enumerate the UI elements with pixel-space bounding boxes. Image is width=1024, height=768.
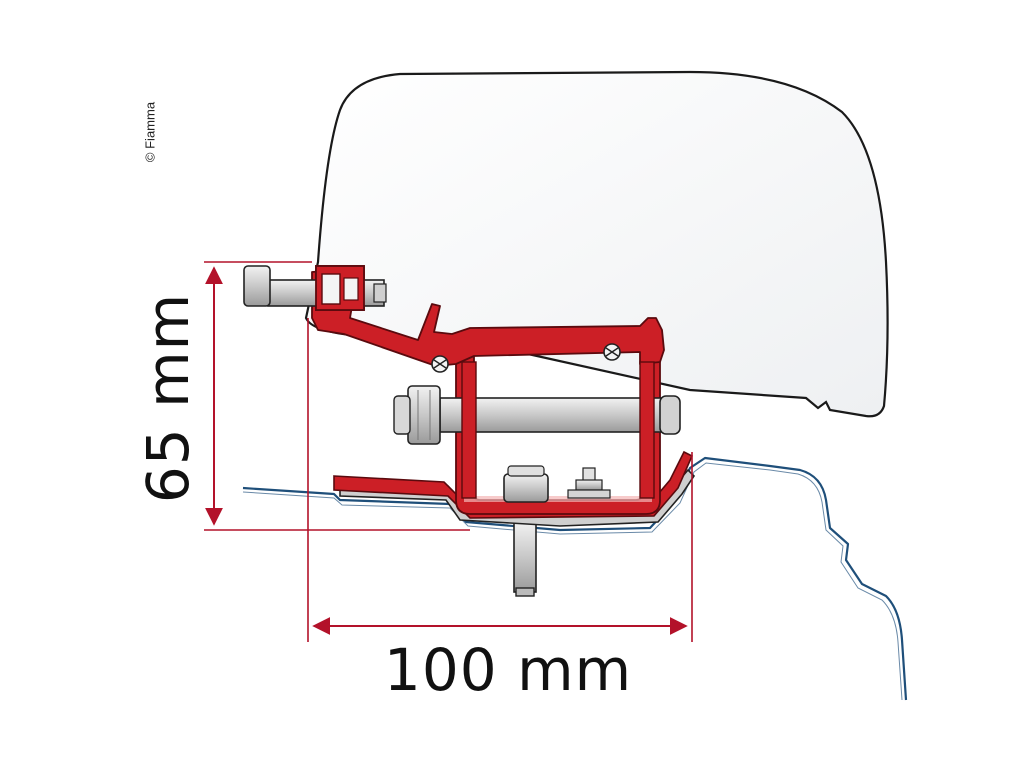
rod-nut	[407, 385, 441, 445]
small-bolt-washer	[567, 489, 611, 499]
inner-nut-top	[507, 465, 545, 477]
cross-rod	[439, 397, 677, 433]
van-roof-profile	[242, 456, 908, 701]
copyright-label: © Fiamma	[142, 101, 158, 163]
adapter-inner-channel	[464, 364, 652, 502]
screw-left	[431, 355, 449, 373]
clamp-bolt-head	[243, 265, 271, 307]
bracket-side-plate-right	[639, 361, 655, 499]
van-roof-profile-inner	[242, 462, 903, 701]
fixing-bolt-tip	[515, 587, 535, 597]
small-bolt-nut	[575, 479, 603, 491]
cross-rod-end	[659, 395, 681, 435]
bracket-side-plate-left	[461, 361, 477, 499]
clamp-bolt-end	[373, 283, 387, 303]
fixing-bolt	[513, 521, 537, 593]
rod-washer	[393, 395, 411, 435]
width-dimension-label: 100 mm	[383, 636, 633, 704]
clamp-window-left	[321, 273, 341, 305]
screw-right	[603, 343, 621, 361]
inner-nut-block	[503, 473, 549, 503]
clamp-window-right	[343, 277, 359, 301]
awning-housing	[304, 70, 889, 418]
height-dimension-label: 65 mm	[134, 292, 202, 504]
